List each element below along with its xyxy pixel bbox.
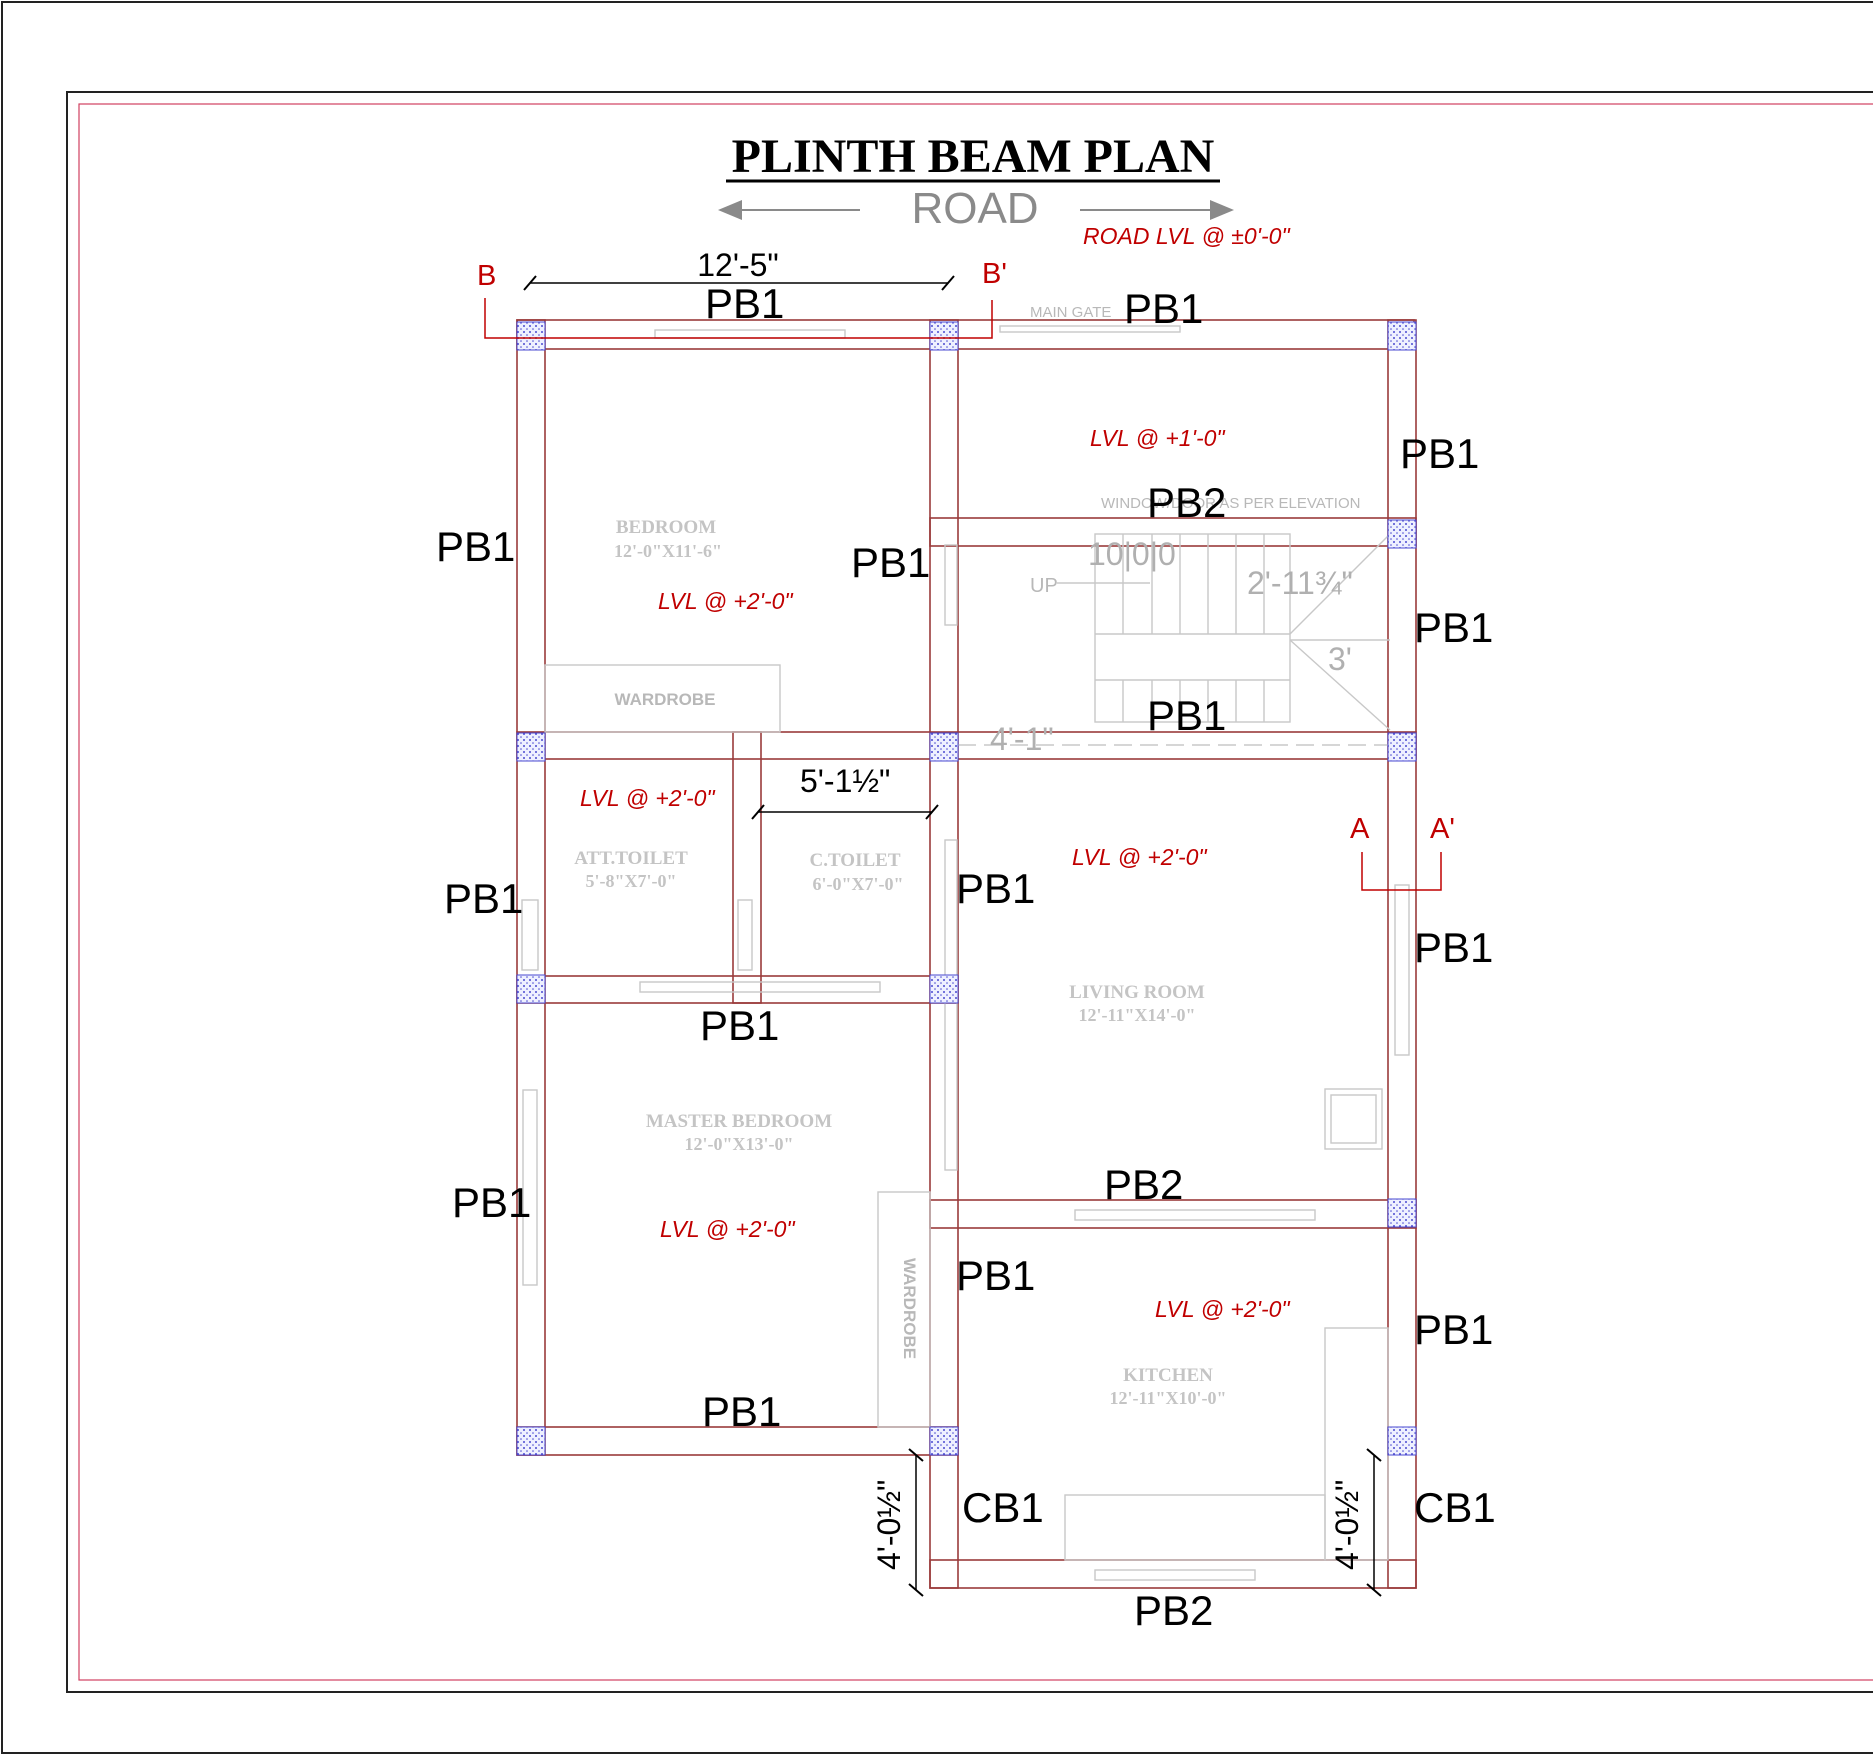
section-mark-a: A A' [1350,813,1455,891]
beam-label-bottom-master: PB1 [702,1388,781,1435]
beam-label-right-stair: PB1 [1414,604,1493,651]
level-master: LVL @ +2'-0" [660,1216,796,1242]
fixtures [521,325,1410,1581]
beam-label-left-master: PB1 [452,1179,531,1226]
room-living-size: 12'-11"X14'-0" [1079,1005,1196,1025]
column [516,974,546,1004]
columns [516,321,1417,1456]
beam-label-right-living: PB1 [1414,924,1493,971]
room-master-size: 12'-0"X13'-0" [685,1134,794,1154]
beam-label-top-right: PB1 [1124,285,1203,332]
room-c-toilet-name: C.TOILET [810,850,901,871]
section-a-label: A [1350,813,1370,845]
column [1387,1426,1417,1456]
wardrobe-1-label: WARDROBE [614,690,715,709]
column [516,321,546,351]
beam-label-cb-right: CB1 [1414,1484,1496,1531]
road-level-label: ROAD LVL @ ±0'-0" [1083,223,1291,249]
column [1387,1198,1417,1228]
level-living: LVL @ +2'-0" [1072,844,1208,870]
beam-label-stair-pb2: PB2 [1147,479,1226,526]
dim-toilet-width: 5'-1½" [800,763,890,799]
dimension-lines [523,275,1382,1597]
column [516,732,546,762]
room-att-toilet-name: ATT.TOILET [574,848,688,869]
room-att-toilet-size: 5'-8"X7'-0" [586,871,677,891]
dim-stair-width: 2'-11¾" [1247,565,1353,601]
room-living-name: LIVING ROOM [1069,982,1205,1003]
level-toilet: LVL @ +2'-0" [580,785,716,811]
column [1387,732,1417,762]
staircase [958,533,1391,746]
window-note-label: WINDOW/DOOR AS PER ELEVATION [1101,495,1360,512]
beam-label-mid-lower: PB1 [956,1252,1035,1299]
room-bedroom-name: BEDROOM [616,517,716,538]
column [929,321,959,351]
dim-cantilever-left: 4'-0½" [871,1480,907,1570]
stair-up-label: UP [1030,575,1058,597]
beam-label-stair-bottom: PB1 [1147,692,1226,739]
beam-label-right-kitchen: PB1 [1414,1306,1493,1353]
beam-label-living-pb2: PB2 [1104,1161,1183,1208]
level-kitchen: LVL @ +2'-0" [1155,1296,1291,1322]
dim-stair-length: 4'-1" [990,721,1054,757]
room-kitchen-name: KITCHEN [1123,1365,1213,1386]
dim-cantilever-right: 4'-0½" [1329,1480,1365,1570]
dim-stair-landing: 3' [1328,641,1352,677]
beam-label-top-left: PB1 [705,280,784,327]
room-kitchen-size: 12'-11"X10'-0" [1110,1388,1227,1408]
beam-label-mid-upper: PB1 [851,539,930,586]
dim-top-width: 12'-5" [697,247,779,283]
room-bedroom-size: 12'-0"X11'-6" [614,541,722,561]
beam-label-left-bedroom: PB1 [436,523,515,570]
level-stair-area: LVL @ +1'-0" [1090,425,1226,451]
beam-label-bottom-pb2: PB2 [1134,1587,1213,1634]
page-title: PLINTH BEAM PLAN [732,130,1215,183]
column [929,1426,959,1456]
dim-stair-steps: 10|0|0 [1088,536,1176,572]
road-indicator: ROAD [718,184,1234,233]
beam-label-mid-living: PB1 [956,865,1035,912]
room-master-name: MASTER BEDROOM [646,1111,832,1132]
column [516,1426,546,1456]
beam-label-right-upper: PB1 [1400,430,1479,477]
beam-label-toilet-bottom: PB1 [700,1002,779,1049]
column [1387,321,1417,351]
column [929,732,959,762]
wardrobe-2-label: WARDROBE [900,1258,919,1359]
road-label: ROAD [911,184,1038,233]
beam-label-left-toilet: PB1 [444,875,523,922]
level-bedroom: LVL @ +2'-0" [658,588,794,614]
column [1387,519,1417,549]
section-b-prime-label: B' [982,258,1007,290]
column [929,974,959,1004]
room-c-toilet-size: 6'-0"X7'-0" [813,874,904,894]
main-gate-label: MAIN GATE [1030,304,1111,321]
section-mark-b: B B' [477,258,1007,339]
section-b-label: B [477,260,496,292]
beam-label-cb-left: CB1 [962,1484,1044,1531]
section-a-prime-label: A' [1430,813,1455,845]
